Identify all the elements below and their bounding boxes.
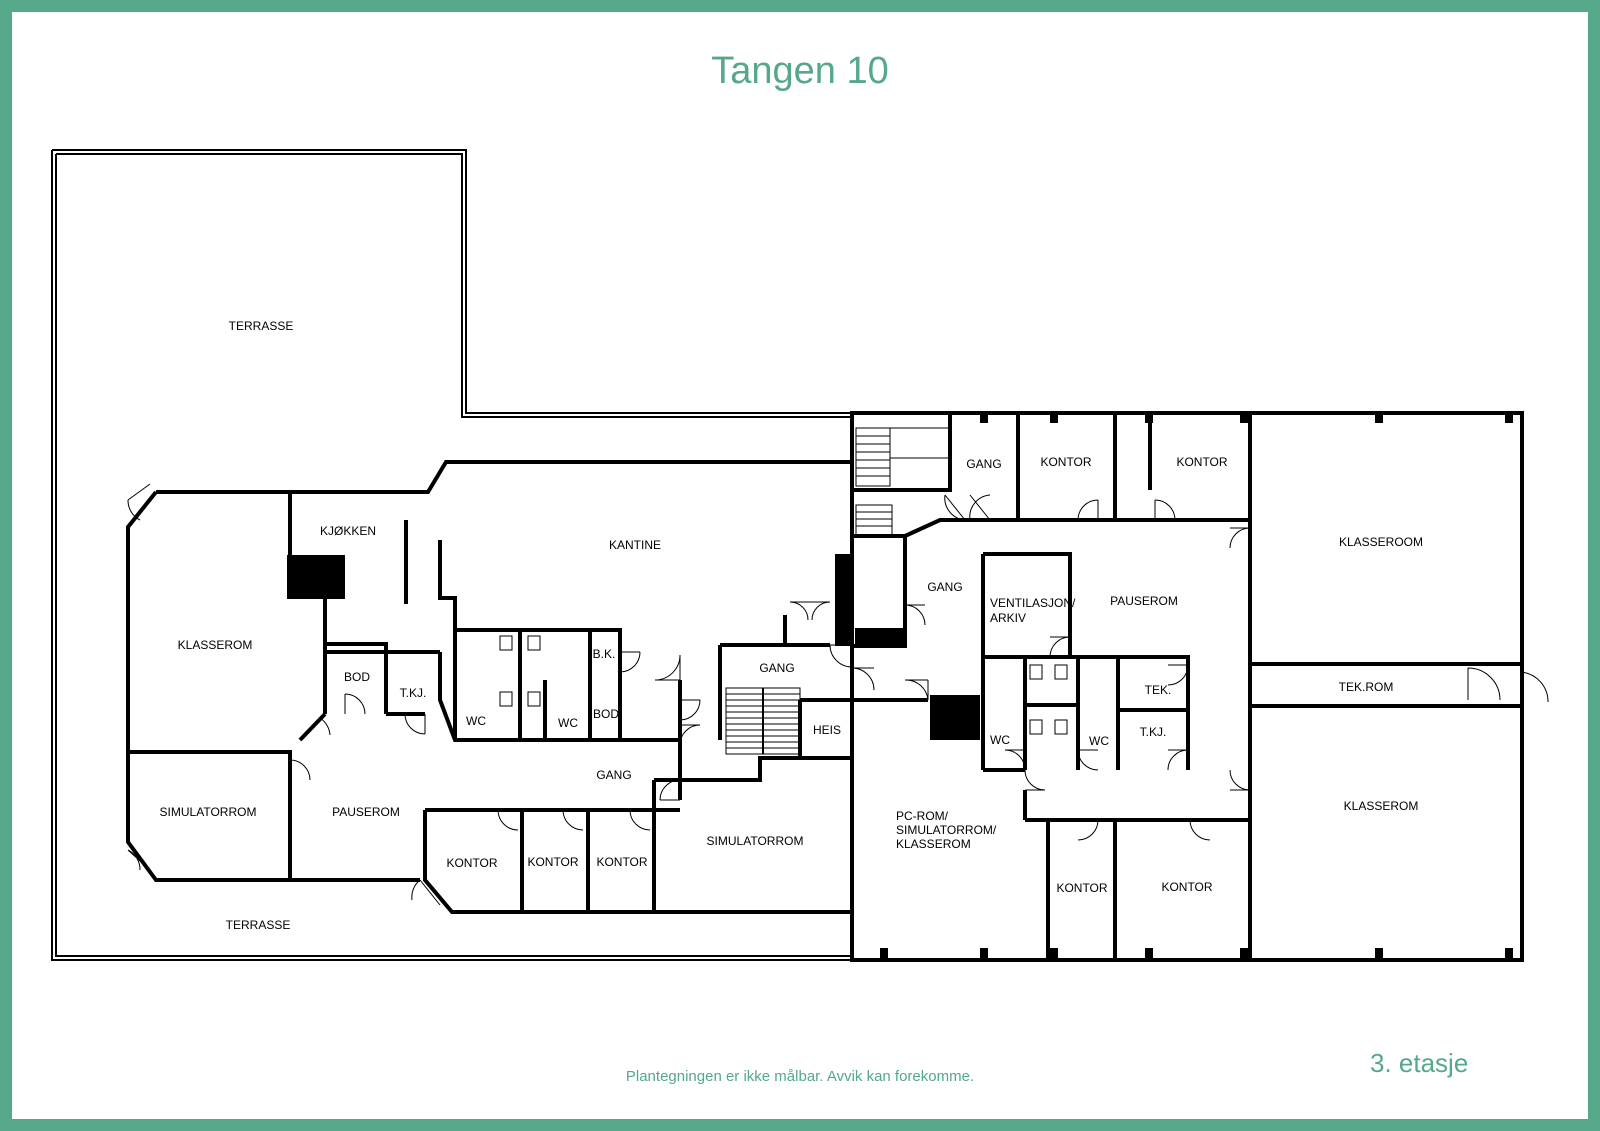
room-label-kontor-b: KONTOR — [527, 855, 578, 869]
room-label-heis: HEIS — [813, 723, 841, 737]
terrace-outline — [51, 149, 852, 961]
room-label-klasserom-right: KLASSEROM — [1344, 799, 1419, 813]
room-label-klasserom-left: KLASSEROM — [178, 638, 253, 652]
room-label-kjokken: KJØKKEN — [320, 524, 376, 538]
room-label-ventilasjon-2: ARKIV — [990, 611, 1026, 625]
page-title: Tangen 10 — [711, 50, 889, 92]
room-label-klasseroom-right: KLASSEROOM — [1339, 535, 1423, 549]
room-label-simulatorrom-mid: SIMULATORROM — [707, 834, 804, 848]
room-label-terrasse-top: TERRASSE — [229, 319, 294, 333]
room-label-kontor-d: KONTOR — [1056, 881, 1107, 895]
shaft-block — [835, 554, 852, 646]
room-label-gang-stair: GANG — [759, 661, 794, 675]
room-label-gang-top: GANG — [966, 457, 1001, 471]
stair-center — [725, 687, 801, 755]
room-label-bk: B.K. — [593, 647, 616, 661]
facade-pillars — [880, 413, 1513, 958]
room-label-kontor-top-1: KONTOR — [1040, 455, 1091, 469]
room-label-gang-right: GANG — [927, 580, 962, 594]
right-wing-walls — [850, 411, 1524, 962]
room-label-pcrom-2: SIMULATORROM/ — [896, 823, 997, 837]
room-label-gang-center: GANG — [596, 768, 631, 782]
room-label-tkj-right: T.KJ. — [1140, 725, 1167, 739]
room-label-pcrom-3: KLASSEROM — [896, 837, 971, 851]
room-label-kontor-a: KONTOR — [446, 856, 497, 870]
room-label-kontor-top-2: KONTOR — [1176, 455, 1227, 469]
room-label-terrasse-bottom: TERRASSE — [226, 918, 291, 932]
left-wing-walls — [126, 460, 852, 914]
room-label-pcrom-1: PC-ROM/ — [896, 809, 949, 823]
room-label-kantine: KANTINE — [609, 538, 661, 552]
room-labels: TERRASSE TERRASSE KJØKKEN KANTINE KLASSE… — [160, 319, 1423, 932]
chimney-block-left — [287, 555, 345, 599]
room-label-tkj-left: T.KJ. — [400, 686, 427, 700]
room-label-wc-b: WC — [558, 716, 578, 730]
chimney-block-right — [930, 695, 980, 740]
stair-top — [855, 427, 951, 536]
room-label-wc-d: WC — [1089, 734, 1109, 748]
room-label-ventilasjon-1: VENTILASJON/ — [990, 596, 1076, 610]
room-label-pauserom-left: PAUSEROM — [332, 805, 400, 819]
shaft-block-lower — [855, 628, 907, 648]
room-label-wc-c: WC — [990, 733, 1010, 747]
room-label-tek: TEK. — [1145, 683, 1172, 697]
room-label-kontor-e: KONTOR — [1161, 880, 1212, 894]
room-label-wc-a: WC — [466, 714, 486, 728]
doors — [127, 483, 1549, 906]
room-label-kontor-c: KONTOR — [596, 855, 647, 869]
floor-label: 3. etasje — [1370, 1048, 1469, 1078]
room-label-simulatorrom-left: SIMULATORROM — [160, 805, 257, 819]
room-label-bod-left: BOD — [344, 670, 370, 684]
disclaimer-text: Plantegningen er ikke målbar. Avvik kan … — [625, 1068, 975, 1085]
room-label-tekrom: TEK.ROM — [1339, 680, 1394, 694]
wc-fixtures — [499, 635, 1068, 735]
room-label-pauserom-right: PAUSEROM — [1110, 594, 1178, 608]
room-label-bod-mid: BOD — [593, 707, 619, 721]
